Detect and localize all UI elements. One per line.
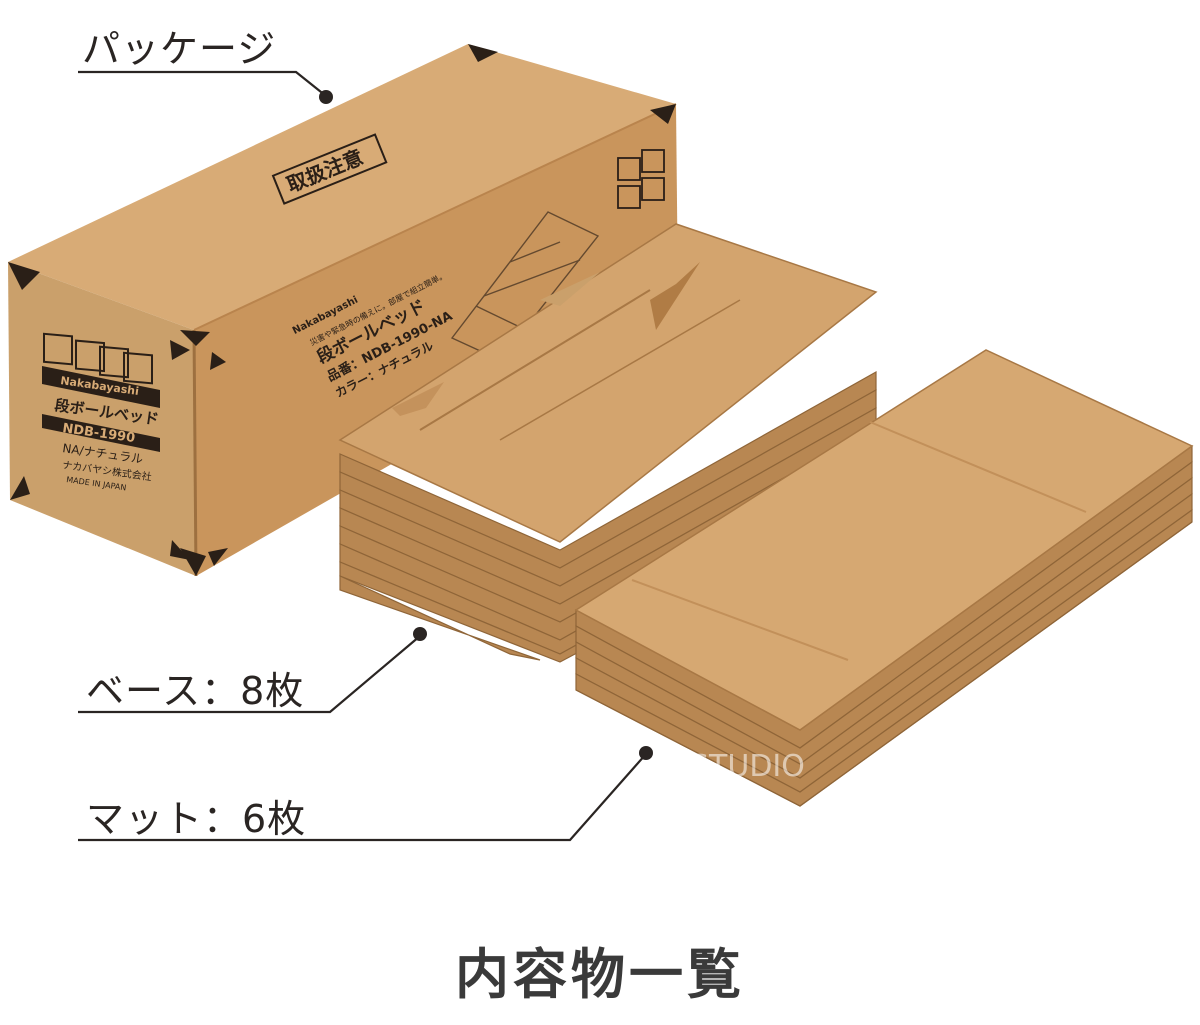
- leader-base: [78, 635, 421, 714]
- leader-package: [78, 70, 327, 97]
- mat-stack: [574, 349, 1194, 807]
- handling-icons: [617, 149, 665, 209]
- package-label: パッケージ: [82, 27, 277, 71]
- leader-lines: [78, 70, 647, 842]
- package-box: Nakabayashi 段ボールベッド NDB-1990 NA/ナチュラル ナカ…: [8, 44, 678, 577]
- leader-dot-base: [413, 627, 427, 641]
- mat-label: マット：6枚: [86, 797, 307, 841]
- leader-mat: [78, 753, 647, 842]
- leader-dot-mat: [639, 746, 653, 760]
- page-title: 内容物一覧: [455, 943, 745, 1006]
- leader-dot-package: [319, 90, 333, 104]
- watermark: STUDIO: [690, 749, 805, 784]
- base-label: ベース：8枚: [86, 669, 305, 713]
